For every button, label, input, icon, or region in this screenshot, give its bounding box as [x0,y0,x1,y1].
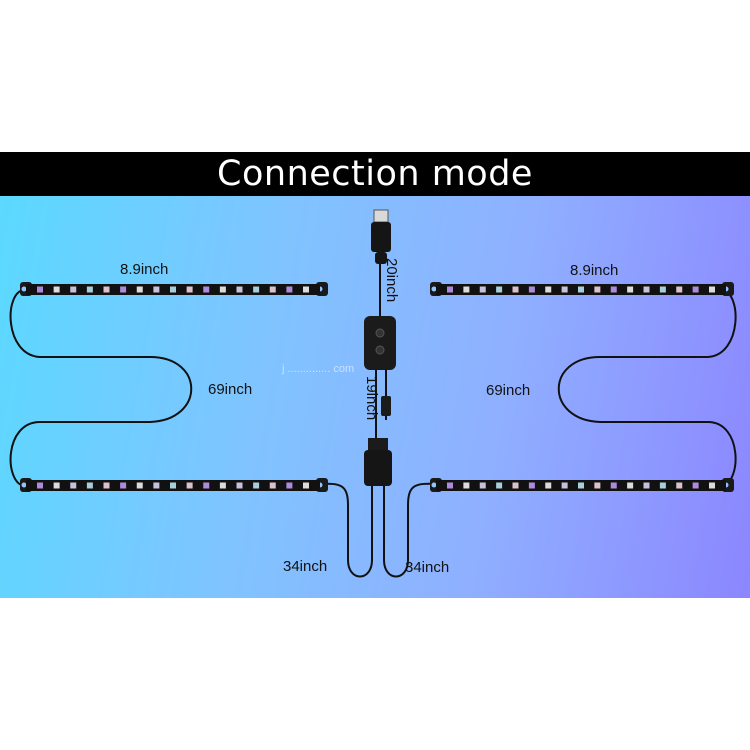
left-cable [9,289,193,487]
led-chip [269,482,276,489]
led-chip [479,286,486,293]
led-chip [70,286,77,293]
led-chip [120,482,127,489]
led-chip [463,482,470,489]
led-chip [286,482,293,489]
led-chip [447,482,453,489]
branch-right-label: 34inch [405,559,449,576]
led-chip [303,482,309,489]
led-chip [203,286,210,293]
right-cable [557,289,737,487]
led-chip [203,482,210,489]
usb-cable-label: 20inch [383,258,400,302]
led-chip [479,482,486,489]
led-chip [70,482,77,489]
led-chip [627,286,634,293]
led-strip-top-left [20,282,328,296]
led-chip [463,286,470,293]
branch-left-label: 34inch [283,558,327,575]
led-chip [496,482,503,489]
led-chip [627,482,634,489]
led-chip [170,482,176,489]
led-chip [136,286,143,293]
mid-cable-label: 19inch [363,376,380,420]
cable-right-label: 69inch [486,382,530,399]
led-chip [659,286,666,293]
cable-left-label: 69inch [208,381,252,398]
led-chip [528,482,535,489]
led-chip [447,286,453,293]
led-chip [236,482,243,489]
led-chip [578,482,584,489]
controller-box-icon [364,316,396,370]
led-chip [253,286,260,293]
led-strip-bottom-left [20,478,328,492]
led-chip [594,286,601,293]
led-chip [219,286,226,293]
strip-top-right-label: 8.9inch [570,262,618,279]
led-chip [610,482,617,489]
led-chip [37,482,43,489]
led-chip [512,286,519,293]
connector-icon [364,396,392,486]
led-chip [659,482,666,489]
led-chip [545,286,552,293]
led-chip [53,286,60,293]
led-chip [86,286,93,293]
led-chip [643,482,650,489]
led-chip [709,482,715,489]
led-strip-top-right [430,282,734,296]
usb-plug-icon [371,209,391,264]
led-chip [692,286,699,293]
led-chip [86,482,93,489]
left-branch-cable [309,482,373,578]
page-title: Connection mode [217,154,533,194]
led-chip [561,482,568,489]
led-chip [136,482,143,489]
led-chip [103,482,110,489]
led-chip [236,286,243,293]
led-chip [303,286,309,293]
led-chip [269,286,276,293]
led-chip [709,286,715,293]
led-chip [186,286,193,293]
led-chip [610,286,617,293]
led-chip [170,286,176,293]
led-chip [153,286,160,293]
led-chip [53,482,60,489]
led-chip [253,482,260,489]
led-chip [286,286,293,293]
led-chip [561,286,568,293]
led-chip [643,286,650,293]
led-chip [512,482,519,489]
led-chip [692,482,699,489]
led-chip [153,482,160,489]
led-chip [37,286,43,293]
led-chip [186,482,193,489]
led-chip [594,482,601,489]
led-chip [676,482,683,489]
led-strips [20,282,734,492]
led-chip [103,286,110,293]
watermark: j .............. com [281,363,354,375]
title-bar: Connection mode [0,152,750,196]
strip-top-left-label: 8.9inch [120,261,168,278]
right-branch-cable [383,482,447,578]
led-chip [120,286,127,293]
led-chip [545,482,552,489]
led-chip [578,286,584,293]
led-chip [676,286,683,293]
led-chip [496,286,503,293]
led-chip [528,286,535,293]
led-chip [219,482,226,489]
led-strip-bottom-right [430,478,734,492]
